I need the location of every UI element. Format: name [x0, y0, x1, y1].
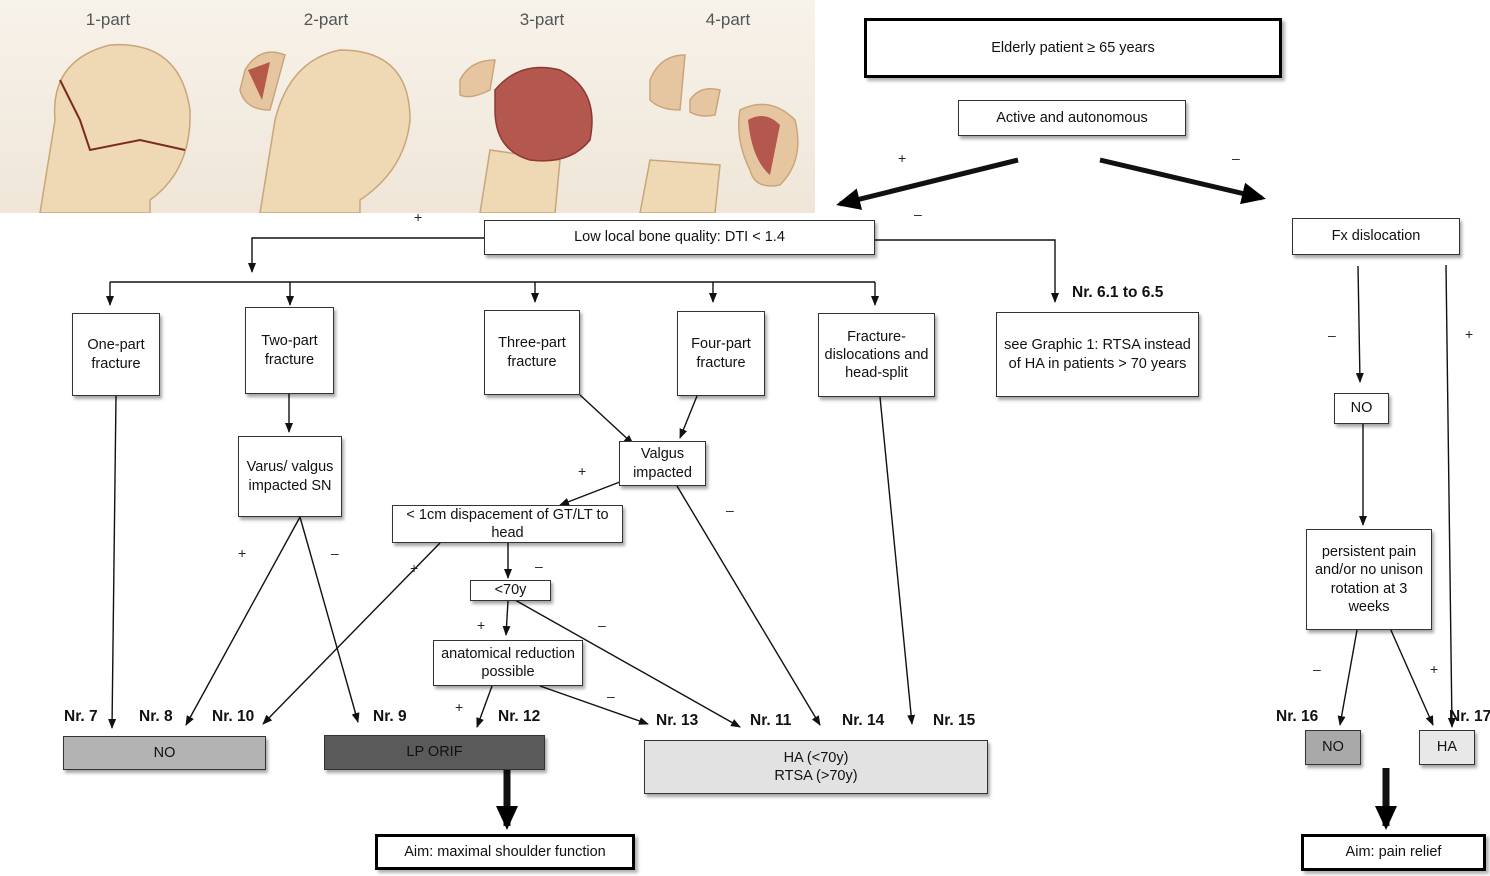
- nr-13-label: Nr. 13: [656, 712, 699, 729]
- one-part-fracture-box: One-part fracture: [72, 313, 160, 396]
- varus-valgus-impacted-box: Varus/ valgus impacted SN: [238, 436, 342, 517]
- minus-sign: –: [914, 206, 922, 222]
- result-no-box: NO: [63, 736, 266, 770]
- minus-sign: –: [726, 502, 734, 518]
- result-lp-orif-box: LP ORIF: [324, 735, 545, 770]
- minus-sign: –: [331, 545, 339, 561]
- nr-12-label: Nr. 12: [498, 708, 541, 725]
- minus-sign: –: [1328, 327, 1336, 343]
- humerus-drawings: [39, 43, 799, 213]
- low-bone-quality-box: Low local bone quality: DTI < 1.4: [484, 220, 875, 255]
- plus-sign: +: [410, 560, 419, 576]
- valgus-impacted-box: Valgus impacted: [619, 441, 706, 486]
- illustration-label-1-part: 1-part: [85, 10, 131, 29]
- illustration-label-3-part: 3-part: [519, 10, 565, 29]
- aim-pain-relief-box: Aim: pain relief: [1301, 834, 1486, 871]
- minus-sign: –: [1232, 150, 1240, 166]
- displacement-box: < 1cm dispacement of GT/LT to head: [392, 505, 623, 543]
- nr-14-label: Nr. 14: [842, 712, 885, 729]
- four-part-fracture-box: Four-part fracture: [677, 311, 765, 396]
- result-rtsa-line: RTSA (>70y): [774, 768, 858, 784]
- see-graphic-box: see Graphic 1: RTSA instead of HA in pat…: [996, 312, 1199, 397]
- fracture-dislocations-box: Fracture-dislocations and head-split: [818, 313, 935, 397]
- result-no-right-box: NO: [1305, 730, 1361, 765]
- nr-15-label: Nr. 15: [933, 712, 976, 729]
- elderly-patient-box: Elderly patient ≥ 65 years: [864, 18, 1282, 78]
- nr-7-label: Nr. 7: [64, 708, 98, 725]
- nr-10-label: Nr. 10: [212, 708, 255, 725]
- plus-sign: +: [1465, 326, 1474, 342]
- nr-16-label: Nr. 16: [1276, 708, 1319, 725]
- result-ha-line: HA (<70y): [783, 749, 849, 766]
- plus-sign: +: [578, 463, 587, 479]
- nr-6-label: Nr. 6.1 to 6.5: [1072, 284, 1164, 301]
- minus-sign: –: [607, 688, 615, 704]
- result-ha-right-box: HA: [1419, 730, 1475, 765]
- nr-9-label: Nr. 9: [373, 708, 407, 725]
- result-ha-rtsa-box: HA (<70y) RTSA (>70y): [644, 740, 988, 794]
- age-under-70-box: <70y: [470, 580, 551, 601]
- minus-sign: –: [1313, 661, 1321, 677]
- minus-sign: –: [598, 617, 606, 633]
- minus-sign: –: [535, 558, 543, 574]
- active-autonomous-box: Active and autonomous: [958, 100, 1186, 136]
- two-part-fracture-box: Two-part fracture: [245, 307, 334, 394]
- plus-sign: +: [414, 209, 423, 225]
- aim-shoulder-function-box: Aim: maximal shoulder function: [375, 834, 635, 870]
- fx-dislocation-box: Fx dislocation: [1292, 218, 1460, 255]
- plus-sign: +: [1430, 661, 1439, 677]
- plus-sign: +: [477, 617, 486, 633]
- anatomical-reduction-box: anatomical reduction possible: [433, 640, 583, 686]
- three-part-fracture-box: Three-part fracture: [484, 310, 580, 395]
- nr-17-label: Nr. 17: [1449, 708, 1490, 725]
- nr-8-label: Nr. 8: [139, 708, 173, 725]
- fracture-illustration: 1-part 2-part 3-part 4-part: [0, 0, 815, 213]
- no-decision-box: NO: [1334, 393, 1389, 424]
- plus-sign: +: [898, 150, 907, 166]
- plus-sign: +: [455, 699, 464, 715]
- plus-sign: +: [238, 545, 247, 561]
- persistent-pain-box: persistent pain and/or no unison rotatio…: [1306, 529, 1432, 630]
- illustration-label-2-part: 2-part: [303, 10, 349, 29]
- illustration-label-4-part: 4-part: [705, 10, 751, 29]
- nr-11-label: Nr. 11: [750, 712, 792, 729]
